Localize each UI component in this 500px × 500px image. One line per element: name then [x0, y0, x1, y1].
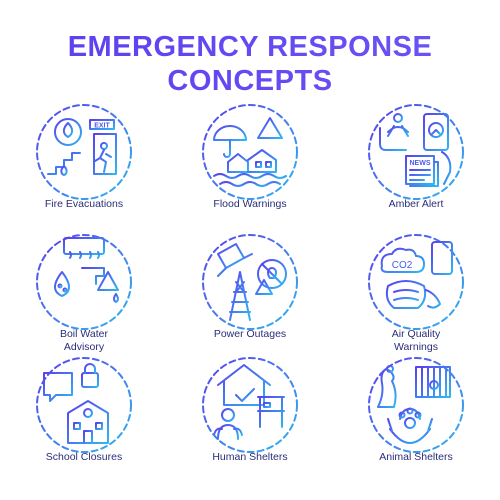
- concept-school-closures: School Closures: [4, 355, 164, 490]
- concept-boil-water-advisory: Boil Water Advisory: [4, 232, 164, 367]
- label-school-closures: School Closures: [45, 451, 123, 463]
- fire-evacuation-icon: EXIT: [34, 102, 134, 202]
- boil-water-icon: [34, 232, 134, 332]
- label-power-outages: Power Outages: [213, 328, 287, 340]
- label-fire-evacuations: Fire Evacuations: [44, 198, 124, 210]
- label-flood-warnings: Flood Warnings: [213, 198, 287, 210]
- concept-animal-shelters: Animal Shelters: [336, 355, 496, 490]
- power-outage-icon: [200, 232, 300, 332]
- concept-flood-warnings: Flood Warnings: [170, 102, 330, 237]
- co2-sign: CO2: [392, 260, 413, 271]
- title-line-1: EMERGENCY RESPONSE: [67, 31, 433, 63]
- label-boil-water-advisory: Boil Water Advisory: [59, 328, 109, 353]
- exit-sign: EXIT: [94, 123, 110, 130]
- label-amber-alert: Amber Alert: [388, 198, 444, 210]
- school-closure-icon: [34, 355, 134, 455]
- human-shelter-icon: [200, 355, 300, 455]
- label-human-shelters: Human Shelters: [212, 451, 288, 463]
- concept-human-shelters: Human Shelters: [170, 355, 330, 490]
- animal-shelter-icon: [366, 355, 466, 455]
- title-line-2: CONCEPTS: [167, 65, 333, 97]
- concept-amber-alert: NEWS Amber Alert: [336, 102, 496, 237]
- concept-power-outages: Power Outages: [170, 232, 330, 367]
- air-quality-icon: CO2: [366, 232, 466, 332]
- flood-warning-icon: [200, 102, 300, 202]
- concept-air-quality-warnings: CO2 Air Quality Warnings: [336, 232, 496, 367]
- page-title: EMERGENCY RESPONSE CONCEPTS: [0, 30, 500, 98]
- news-sign: NEWS: [410, 160, 431, 167]
- label-air-quality-warnings: Air Quality Warnings: [391, 328, 441, 353]
- concept-fire-evacuations: EXIT Fire Evacuations: [4, 102, 164, 237]
- amber-alert-icon: NEWS: [366, 102, 466, 202]
- label-animal-shelters: Animal Shelters: [379, 451, 453, 463]
